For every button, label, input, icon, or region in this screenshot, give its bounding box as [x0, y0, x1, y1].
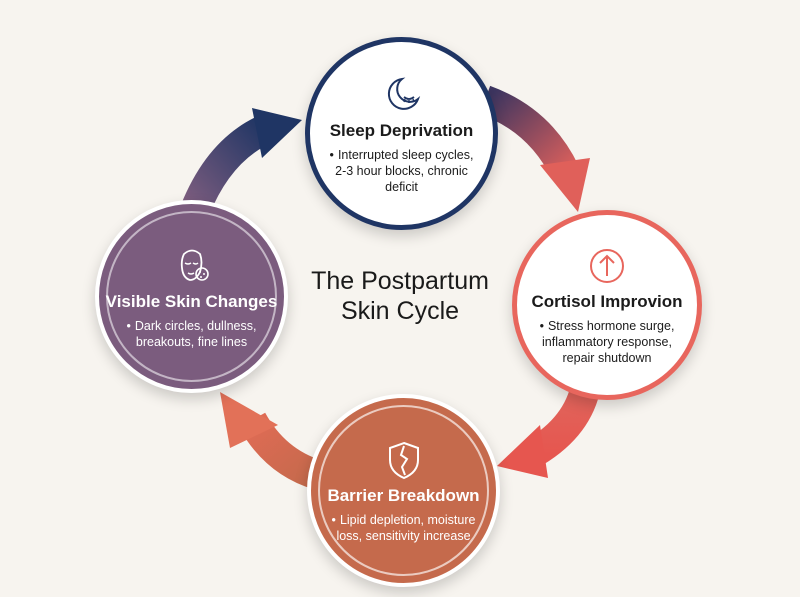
node-bullet: •Dark circles, dullness, breakouts, fine… — [117, 318, 267, 350]
node-title: Barrier Breakdown — [327, 485, 480, 505]
node-bullet: •Lipid depletion, moisture loss, sensiti… — [329, 512, 479, 544]
node-bullet-text: Interrupted sleep cycles, 2-3 hour block… — [335, 147, 474, 194]
cycle-title-line-2: Skin Cycle — [340, 297, 460, 325]
node-bullet: •Stress hormone surge, inflammatory resp… — [537, 318, 677, 366]
bullet-dot: • — [331, 512, 336, 527]
bullet-dot: • — [126, 318, 131, 333]
cycle-title: The Postpartum Skin Cycle — [290, 266, 510, 326]
bullet-dot: • — [329, 147, 334, 162]
face-blemish-icon — [180, 249, 209, 281]
cracked-shield-icon — [388, 441, 419, 479]
arrowhead-barrier-to-skin — [220, 392, 278, 448]
node-bullet-text: Stress hormone surge, inflammatory respo… — [542, 319, 675, 365]
bullet-dot: • — [539, 319, 544, 333]
arrowhead-skin-to-sleep — [252, 108, 302, 158]
node-title: Cortisol Improvion — [531, 292, 683, 311]
cycle-title-line-1: The Postpartum — [311, 267, 489, 295]
arrowhead-cortisol-to-barrier — [497, 425, 548, 478]
moon-closed-eye-icon — [387, 77, 420, 110]
node-barrier-breakdown: Barrier Breakdown •Lipid depletion, mois… — [307, 394, 500, 587]
node-sleep-deprivation: Sleep Deprivation •Interrupted sleep cyc… — [305, 37, 498, 230]
arrow-skin-to-sleep — [181, 114, 275, 216]
node-title: Sleep Deprivation — [329, 120, 474, 140]
arrowhead-sleep-to-cortisol — [540, 158, 590, 212]
node-bullet-text: Dark circles, dullness, breakouts, fine … — [134, 318, 257, 349]
node-bullet: •Interrupted sleep cycles, 2-3 hour bloc… — [327, 147, 477, 195]
node-cortisol: Cortisol Improvion •Stress hormone surge… — [512, 210, 702, 400]
node-bullet-text: Lipid depletion, moisture loss, sensitiv… — [336, 512, 476, 543]
node-title: Visible Skin Changes — [105, 291, 278, 311]
arrow-sleep-to-cortisol — [479, 85, 579, 179]
node-visible-skin-changes: Visible Skin Changes •Dark circles, dull… — [95, 200, 288, 393]
up-arrow-circle-icon — [590, 249, 624, 283]
